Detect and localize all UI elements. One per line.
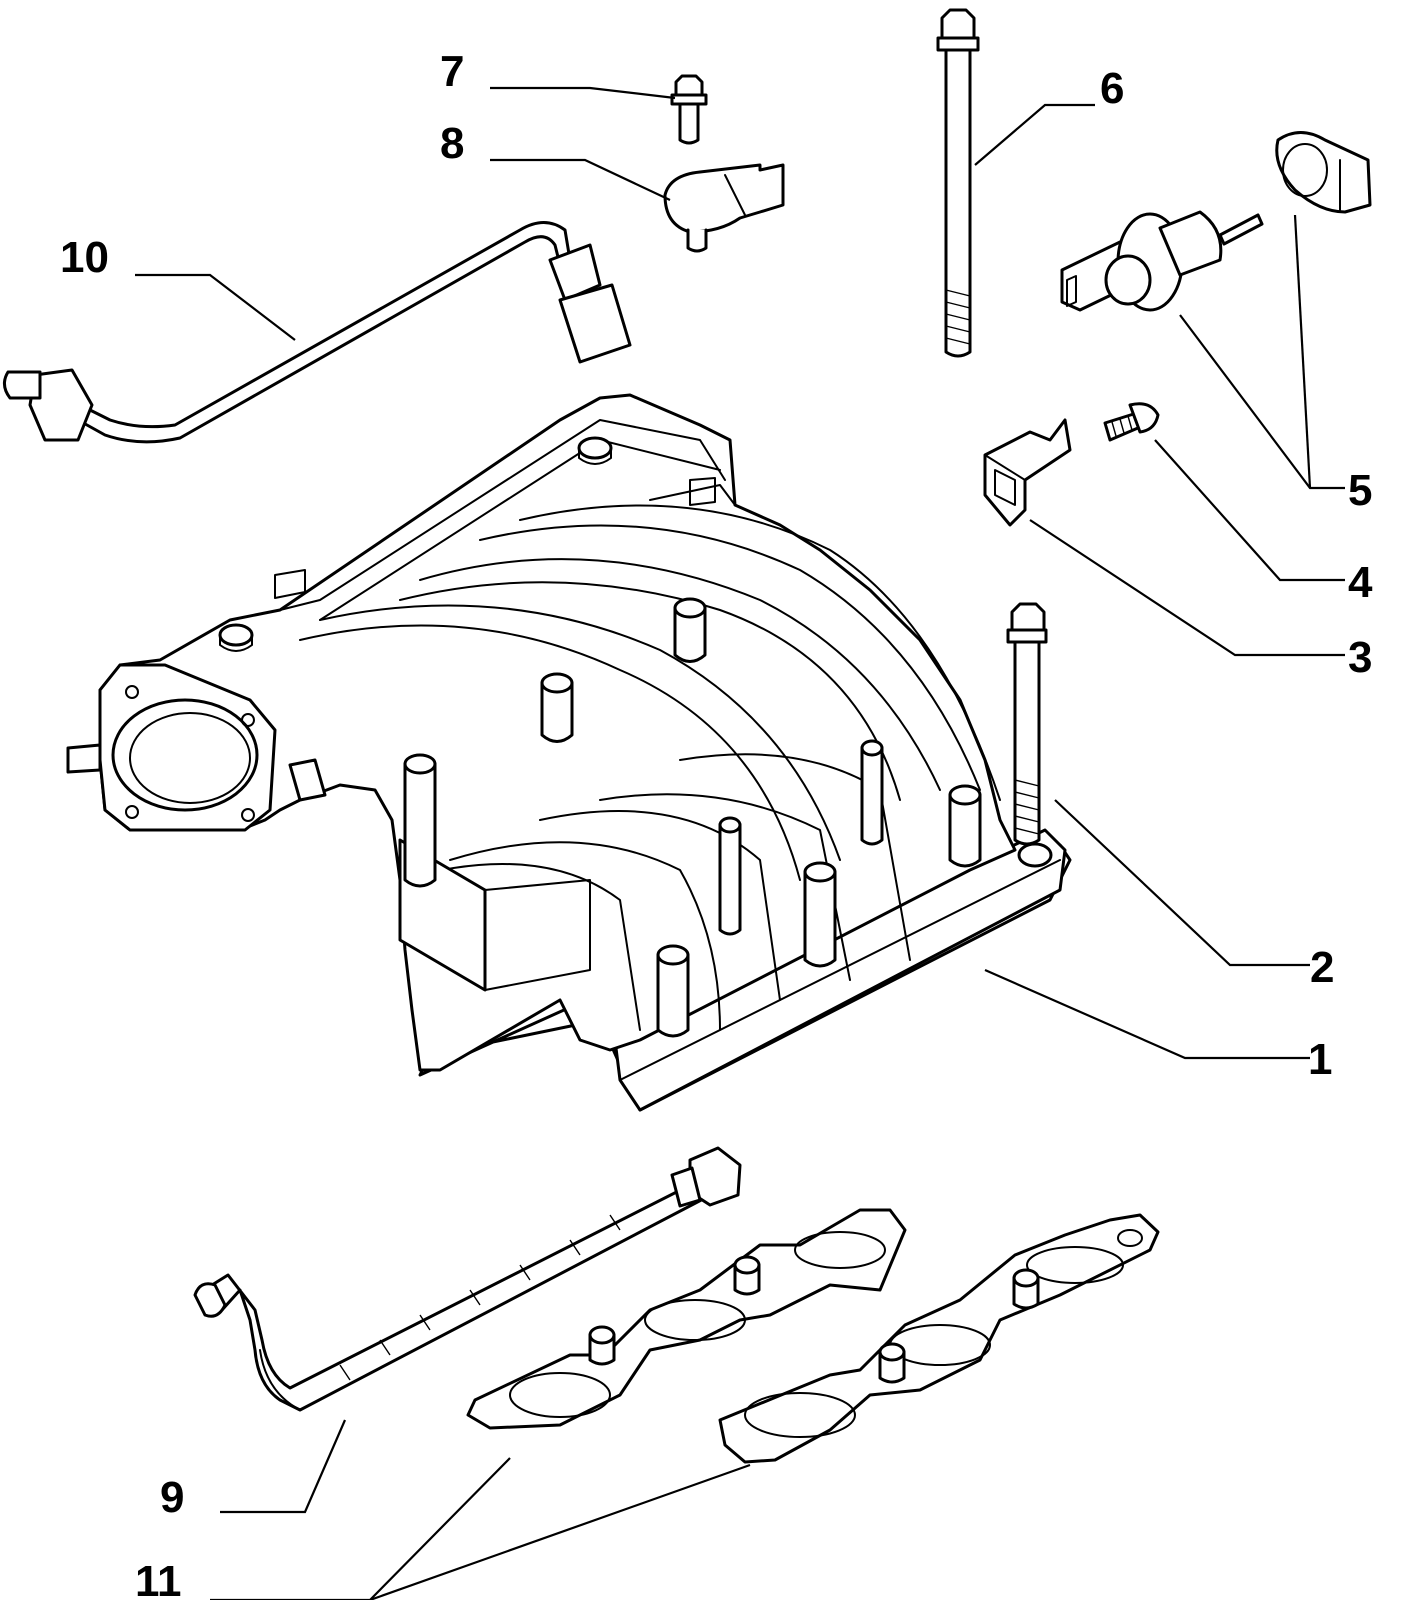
intake-manifold <box>66 393 1072 1112</box>
gasket-part-11-front <box>466 1208 907 1430</box>
callout-2: 2 <box>1310 943 1334 992</box>
screw-part-4 <box>1103 402 1160 442</box>
gasket-part-11-rear <box>718 1213 1160 1464</box>
leader-5a <box>1179 314 1345 490</box>
callout-9: 9 <box>160 1473 184 1522</box>
leader-7 <box>490 86 676 100</box>
leader-6 <box>974 103 1095 166</box>
leader-11a <box>210 1457 511 1600</box>
callout-labels: 1 2 3 4 5 6 7 8 9 10 11 <box>60 47 1373 1600</box>
leader-3 <box>1029 519 1345 657</box>
sensor-part-5 <box>1060 210 1264 312</box>
callout-6: 6 <box>1100 64 1124 113</box>
long-bolt-part-6 <box>936 8 980 358</box>
leader-2 <box>1054 799 1310 967</box>
callout-7: 7 <box>440 47 464 96</box>
cable-part-9 <box>193 1146 742 1412</box>
bracket-part-3 <box>983 418 1072 527</box>
callout-8: 8 <box>440 119 464 168</box>
manifold-bosses <box>403 597 982 1038</box>
screw-part-7 <box>670 74 708 145</box>
bolt-part-2 <box>1006 602 1048 846</box>
hose-part-10 <box>3 221 632 444</box>
callout-11: 11 <box>135 1557 182 1600</box>
leader-1 <box>984 968 1310 1060</box>
callout-1: 1 <box>1308 1035 1332 1084</box>
callout-4: 4 <box>1348 558 1373 607</box>
callout-10: 10 <box>60 233 109 282</box>
leader-8 <box>490 158 671 201</box>
clip-part-5 <box>1275 131 1372 214</box>
leader-4 <box>1154 439 1345 582</box>
leader-11b <box>369 1463 751 1600</box>
callout-3: 3 <box>1348 633 1372 682</box>
sensor-part-8 <box>663 163 785 253</box>
leader-10 <box>135 273 296 341</box>
leader-9 <box>220 1419 347 1514</box>
callout-5: 5 <box>1348 466 1372 515</box>
leader-5b <box>1293 214 1312 489</box>
leader-lines <box>135 86 1345 1600</box>
